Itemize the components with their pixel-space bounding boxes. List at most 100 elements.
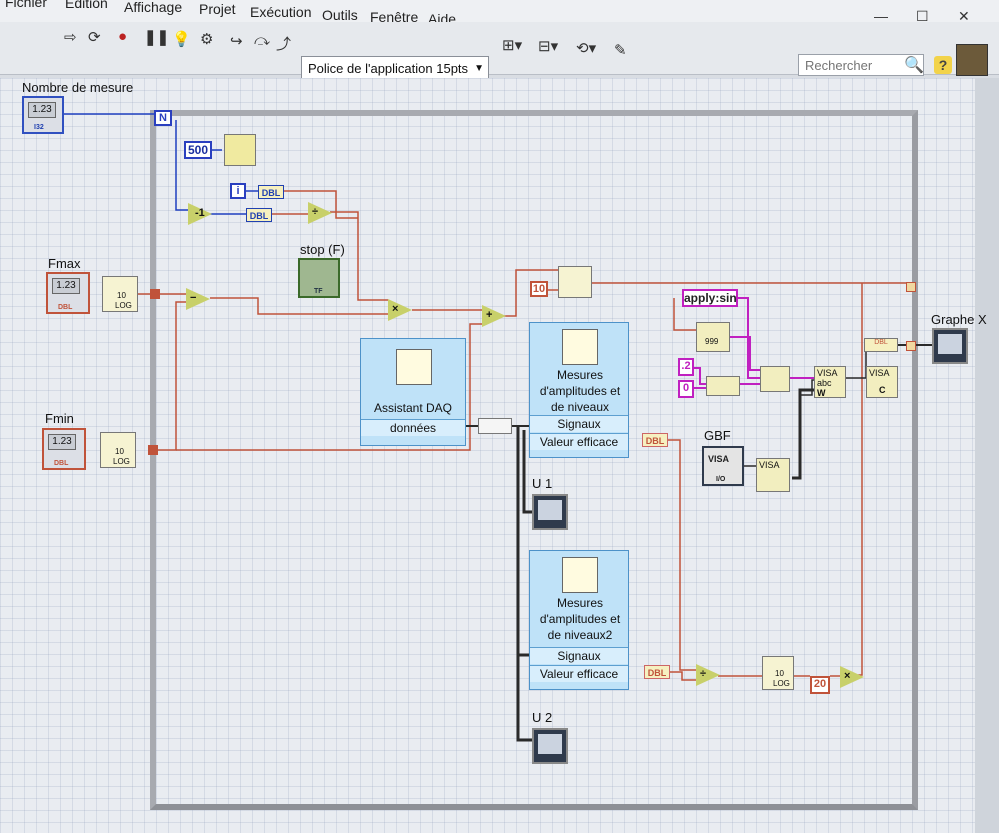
bundle-node[interactable]: DBL <box>864 338 898 352</box>
menu-projet[interactable]: Projet <box>199 1 236 17</box>
dbl-indicator-1[interactable]: DBL <box>642 433 668 447</box>
multiply-node-2[interactable] <box>840 666 864 688</box>
constant-10[interactable]: 10 <box>530 281 548 297</box>
minimize-icon[interactable]: — <box>874 8 888 24</box>
power-of-x-node[interactable] <box>558 266 592 298</box>
loop-tunnel[interactable] <box>148 445 158 455</box>
search-icon[interactable]: 🔍 <box>904 57 924 74</box>
dbl-tag: DBL <box>54 460 69 467</box>
cleanup-icon[interactable]: ✎ <box>614 42 627 59</box>
u2-graph-indicator[interactable] <box>532 728 568 764</box>
wire <box>694 367 706 385</box>
step-into-icon[interactable]: ↪ <box>230 33 243 50</box>
align-icon[interactable]: ⊞▾ <box>502 37 523 54</box>
search-input[interactable] <box>798 54 924 76</box>
menu-outils[interactable]: Outils <box>322 7 358 23</box>
loop-tunnel-out-2[interactable] <box>906 341 916 351</box>
visa-label: VISA <box>708 454 730 464</box>
constant-20[interactable]: 20 <box>810 676 830 694</box>
loop-tunnel-out[interactable] <box>906 282 916 292</box>
log-ten-label: 10 <box>775 669 784 678</box>
visa-configure-node[interactable]: VISA <box>756 458 790 492</box>
wire <box>522 430 532 514</box>
signaux-terminal[interactable]: Signaux <box>530 647 628 664</box>
format-string-node[interactable]: 999 <box>696 322 730 352</box>
add-node[interactable] <box>482 305 506 327</box>
run-continuously-icon[interactable]: ⟳ <box>88 29 101 46</box>
u1-graph-indicator[interactable] <box>532 494 568 530</box>
divide-node-2[interactable] <box>696 664 720 686</box>
fmax-control[interactable]: 1.23 DBL <box>46 272 90 314</box>
signaux-terminal[interactable]: Signaux <box>530 415 628 432</box>
font-select[interactable]: Police de l'application 15pts ▼ <box>301 56 489 80</box>
multiply-node[interactable] <box>388 299 412 321</box>
decrement-node[interactable] <box>188 203 212 225</box>
log10-node-fmin[interactable]: 10 LOG <box>100 432 136 468</box>
pause-icon[interactable]: ❚❚ <box>144 29 170 46</box>
menu-edition[interactable]: Edition <box>65 0 108 11</box>
scrollbar[interactable] <box>975 78 999 833</box>
daq-output-terminal[interactable]: données <box>361 419 465 436</box>
amplitude-measure-1[interactable]: Mesures d'amplitudes et de niveaux Signa… <box>529 322 629 458</box>
wire <box>516 655 532 742</box>
numeric-display: 1.23 <box>52 278 80 294</box>
add-symbol: + <box>486 309 493 321</box>
label-fmin: Fmin <box>45 411 74 426</box>
to-dbl-conversion-2[interactable]: DBL <box>246 208 272 222</box>
valeur-efficace-terminal[interactable]: Valeur efficace <box>530 433 628 450</box>
amplitude-icon <box>562 557 598 593</box>
step-out-icon[interactable]: ⤴ <box>276 36 292 53</box>
retain-wire-icon[interactable]: ⚙ <box>200 31 214 48</box>
iteration-terminal[interactable]: i <box>230 183 246 199</box>
visa-close-node[interactable]: VISA C <box>866 366 898 398</box>
abort-icon[interactable]: ● <box>118 28 128 45</box>
amplitude-measure-2[interactable]: Mesures d'amplitudes et de niveaux2 Sign… <box>529 550 629 690</box>
menu-execution[interactable]: Exécution <box>250 4 312 20</box>
subtract-node[interactable] <box>186 288 210 310</box>
log-tag: LOG <box>113 457 130 466</box>
divide-node[interactable] <box>308 202 332 224</box>
concatenate-node-1[interactable] <box>706 376 740 396</box>
menu-fichier[interactable]: Fichier <box>5 0 48 10</box>
multiply-symbol: × <box>392 303 399 315</box>
stop-control[interactable]: TF <box>298 258 340 298</box>
visa-label: VISA <box>817 368 838 378</box>
wait-timer-icon[interactable] <box>224 134 256 166</box>
close-icon[interactable]: ✕ <box>958 8 970 24</box>
loop-count-terminal[interactable]: N <box>154 110 172 126</box>
vi-icon[interactable] <box>956 44 988 76</box>
distribute-icon[interactable]: ⊟▾ <box>538 38 559 55</box>
fmin-control[interactable]: 1.23 DBL <box>42 428 86 470</box>
for-loop[interactable] <box>150 110 918 810</box>
log10-node-fmax[interactable]: 10 LOG <box>102 276 138 312</box>
gbf-visa-resource[interactable]: VISA I/O <box>702 446 744 486</box>
valeur-efficace-terminal[interactable]: Valeur efficace <box>530 665 628 682</box>
apply-sin-string[interactable]: apply:sin <box>682 289 738 307</box>
maximize-icon[interactable]: ☐ <box>916 8 929 24</box>
constant-0[interactable]: 0 <box>678 380 694 398</box>
visa-write-node[interactable]: VISA abc W <box>814 366 846 398</box>
constant-999: 999 <box>705 337 719 346</box>
reorder-icon[interactable]: ⟲▾ <box>576 40 597 57</box>
menu-fenetre[interactable]: Fenêtre <box>370 9 419 25</box>
concatenate-node-2[interactable] <box>760 366 790 392</box>
daq-assistant-express-vi[interactable]: Assistant DAQ données <box>360 338 466 446</box>
highlight-bulb-icon[interactable]: 💡 <box>172 31 191 48</box>
menu-affichage[interactable]: Affichage <box>124 0 183 15</box>
visa-w: W <box>817 388 826 398</box>
dbl-indicator-2[interactable]: DBL <box>644 665 670 679</box>
log-ten-label: 10 <box>115 447 124 456</box>
decrement-symbol: -1 <box>195 207 205 219</box>
graphe-x-indicator[interactable] <box>932 328 968 364</box>
nombre-de-mesure-control[interactable]: 1.23 I32 <box>22 96 64 134</box>
split-signals-node[interactable] <box>478 418 512 434</box>
to-dbl-conversion[interactable]: DBL <box>258 185 284 199</box>
step-over-icon[interactable]: ⤼ <box>254 32 271 49</box>
constant-500[interactable]: 500 <box>184 141 212 159</box>
loop-tunnel[interactable] <box>150 289 160 299</box>
help-icon[interactable]: ? <box>934 56 952 74</box>
constant-0-2[interactable]: .2 <box>678 358 694 376</box>
visa-io-tag: I/O <box>716 476 726 483</box>
log10-node-ratio[interactable]: 10 LOG <box>762 656 794 690</box>
run-arrow-icon[interactable]: ⇨ <box>64 29 77 46</box>
